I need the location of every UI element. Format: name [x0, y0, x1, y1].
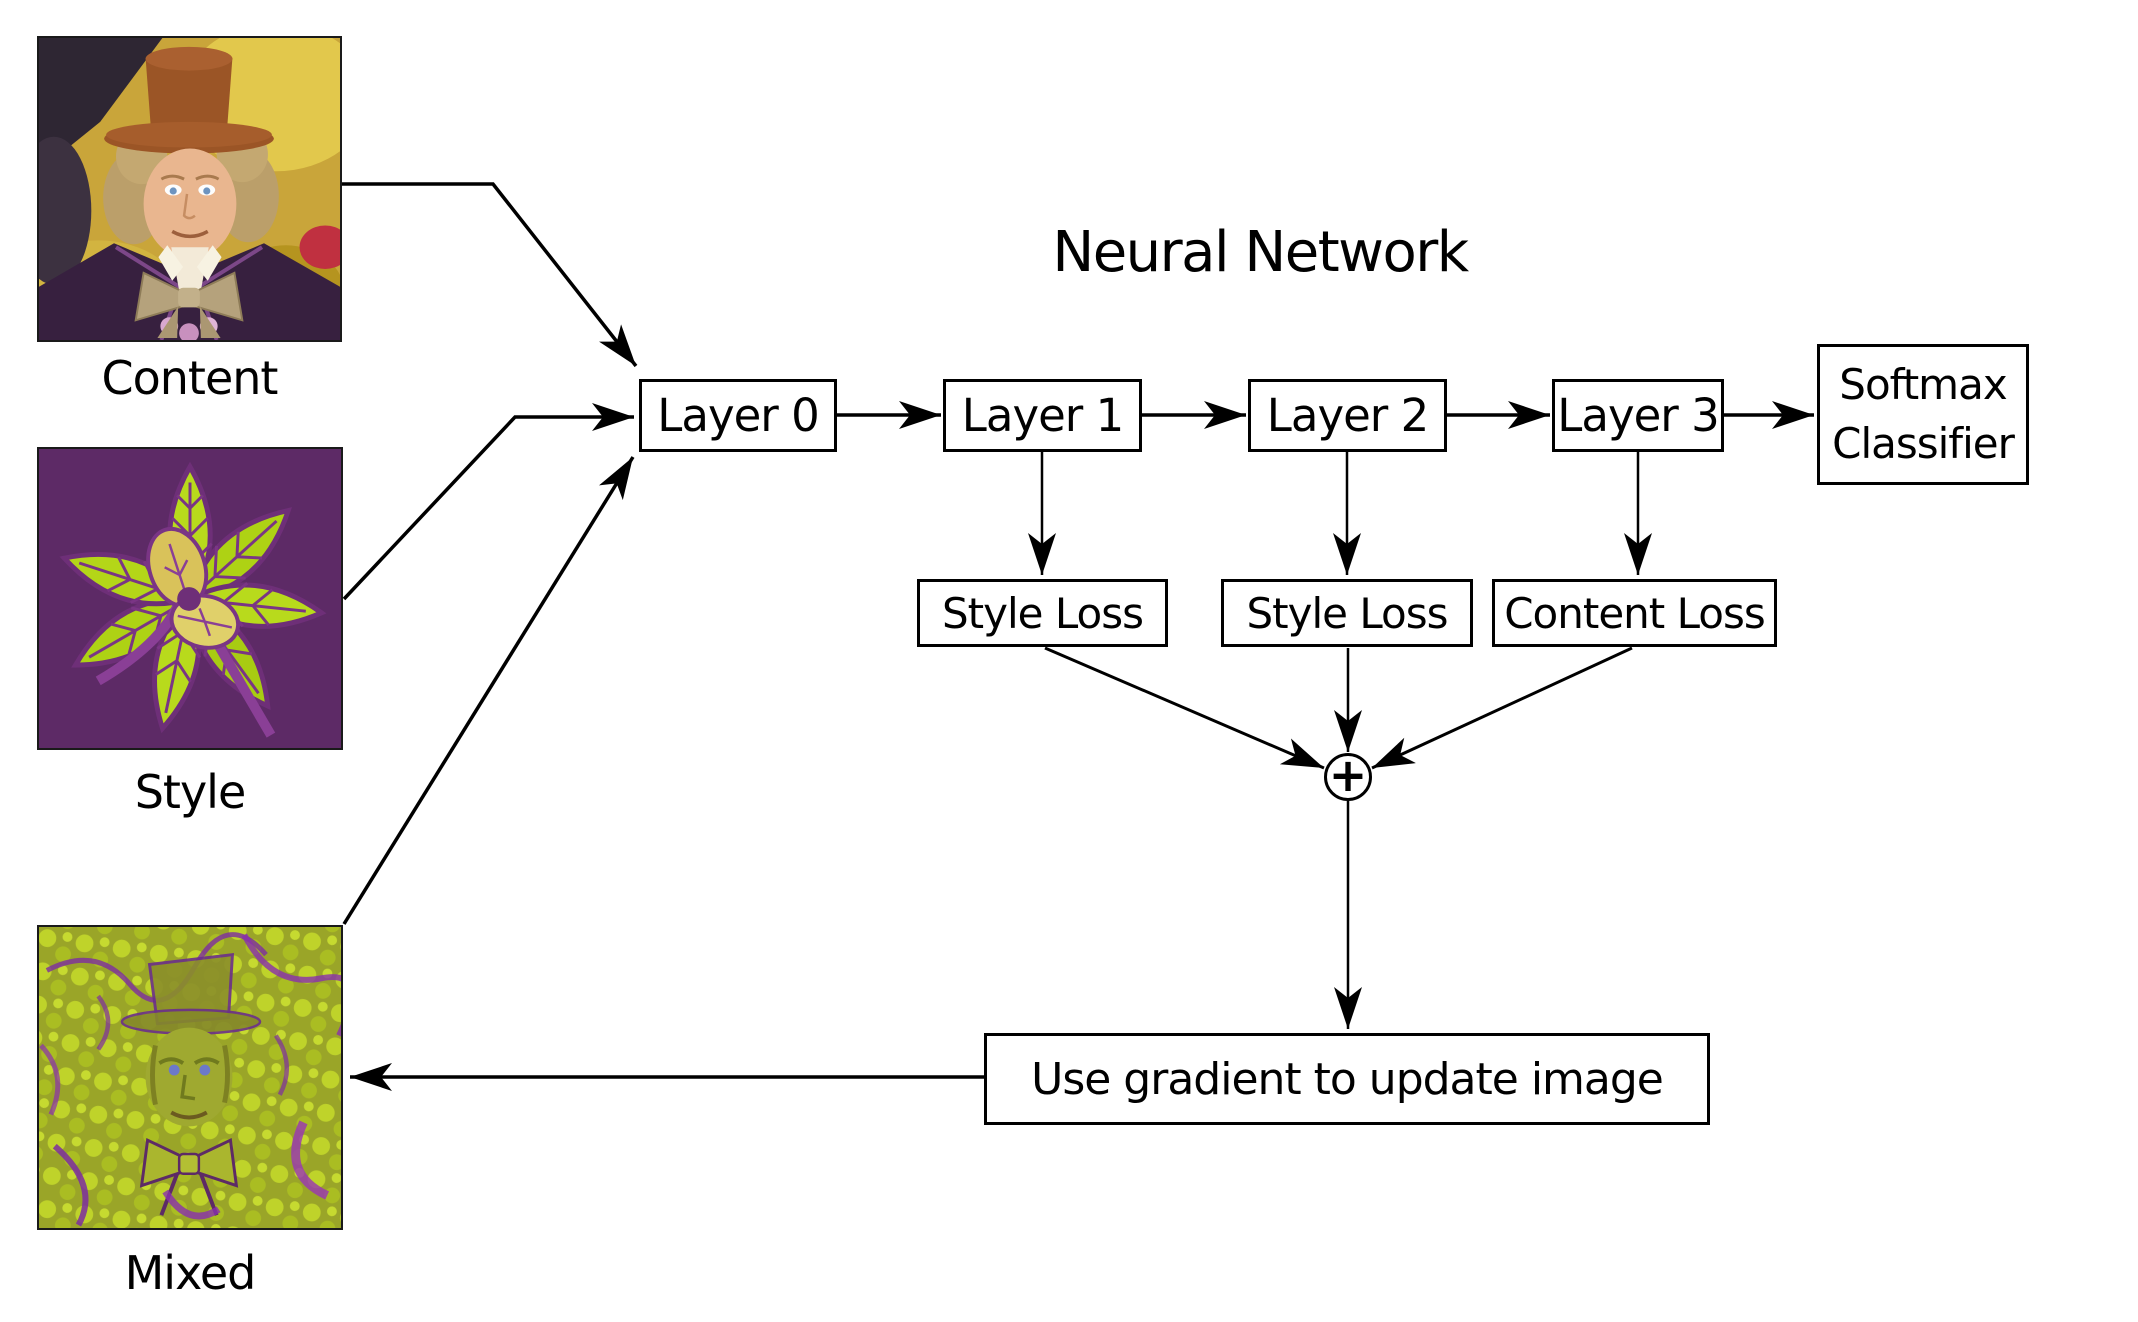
- softmax-line1: Softmax: [1839, 359, 2007, 409]
- content-image: [37, 36, 342, 342]
- node-style-loss-1: Style Loss: [917, 579, 1168, 647]
- style-caption: Style: [134, 765, 247, 819]
- node-softmax-classifier: Softmax Classifier: [1817, 344, 2029, 485]
- node-style-loss-2: Style Loss: [1221, 579, 1473, 647]
- arrow-style-to-layer0: [342, 403, 634, 601]
- node-layer0: Layer 0: [639, 379, 837, 452]
- diagram-title: Neural Network: [1052, 220, 1469, 285]
- content-caption: Content: [101, 351, 279, 405]
- node-layer1: Layer 1: [943, 379, 1142, 452]
- style-photo-art: [39, 449, 341, 748]
- mixed-photo-art: [39, 927, 341, 1228]
- mixed-image: [37, 925, 343, 1230]
- node-gradient-update: Use gradient to update image: [984, 1033, 1710, 1125]
- mixed-caption: Mixed: [124, 1246, 257, 1300]
- arrow-mixed-to-layer0: [342, 456, 635, 925]
- node-layer3: Layer 3: [1552, 379, 1724, 452]
- sum-node: +: [1324, 752, 1372, 801]
- content-photo-art: [39, 38, 340, 340]
- node-layer2: Layer 2: [1248, 379, 1447, 452]
- style-image: [37, 447, 343, 750]
- softmax-line2: Classifier: [1832, 418, 2015, 468]
- arrow-content-to-layer0: [342, 182, 638, 368]
- arrow-contentloss-to-sum: [1371, 646, 1633, 770]
- node-content-loss: Content Loss: [1492, 579, 1777, 647]
- arrow-styleloss1-to-sum: [1044, 646, 1325, 770]
